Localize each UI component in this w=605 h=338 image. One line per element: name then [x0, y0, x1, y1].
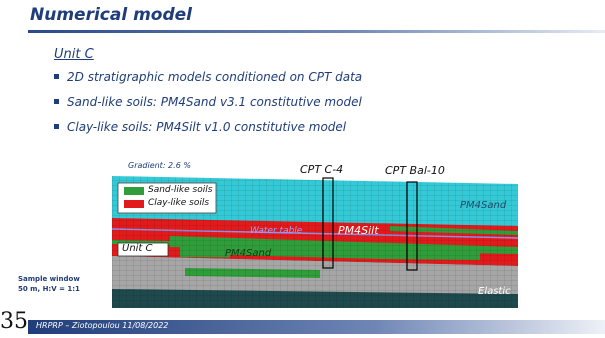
elastic-label: Elastic — [478, 286, 511, 297]
bullet-square-icon — [54, 124, 59, 129]
bullet-square-icon — [54, 99, 59, 104]
sample-window-scale: 50 m, H:V = 1:1 — [18, 285, 80, 293]
water-table-label: Water table — [250, 226, 303, 236]
sample-window-label: Sample window — [18, 275, 80, 283]
slide-subtitle: Unit C — [54, 47, 94, 62]
slide-title: Numerical model — [30, 5, 192, 25]
bullet-item: Clay-like soils: PM4Silt v1.0 constituti… — [54, 120, 362, 145]
cpt-c4-borehole — [322, 177, 334, 269]
unit-c-label: Unit C — [122, 243, 153, 254]
title-rule — [28, 30, 605, 33]
legend-sand-swatch — [124, 187, 144, 195]
bullet-list: 2D stratigraphic models conditioned on C… — [54, 70, 362, 145]
bullet-text: 2D stratigraphic models conditioned on C… — [67, 70, 363, 84]
cpt-bal10-label: CPT Bal-10 — [385, 164, 445, 177]
footer-text: HRPRP – Ziotopoulou 11/08/2022 — [36, 321, 169, 330]
bullet-item: Sand-like soils: PM4Sand v3.1 constituti… — [54, 95, 362, 120]
legend-sand-label: Sand-like soils — [148, 185, 213, 195]
pm4sand-top-label: PM4Sand — [460, 200, 507, 211]
gradient-label: Gradient: 2.6 % — [128, 161, 191, 170]
footer-bar — [28, 320, 605, 334]
pm4silt-label: PM4Silt — [338, 224, 379, 237]
page-number: 35 — [0, 309, 28, 334]
cpt-c4-label: CPT C-4 — [300, 163, 344, 176]
bullet-item: 2D stratigraphic models conditioned on C… — [54, 70, 362, 95]
legend-clay-swatch — [124, 200, 144, 208]
bullet-square-icon — [54, 74, 59, 79]
bullet-text: Sand-like soils: PM4Sand v3.1 constituti… — [67, 95, 362, 109]
legend-clay-label: Clay-like soils — [148, 198, 210, 208]
unit-c-label-box — [117, 242, 169, 257]
cpt-bal10-borehole — [406, 181, 418, 271]
pm4sand-mid-label: PM4Sand — [225, 248, 272, 259]
bullet-text: Clay-like soils: PM4Silt v1.0 constituti… — [67, 120, 347, 134]
